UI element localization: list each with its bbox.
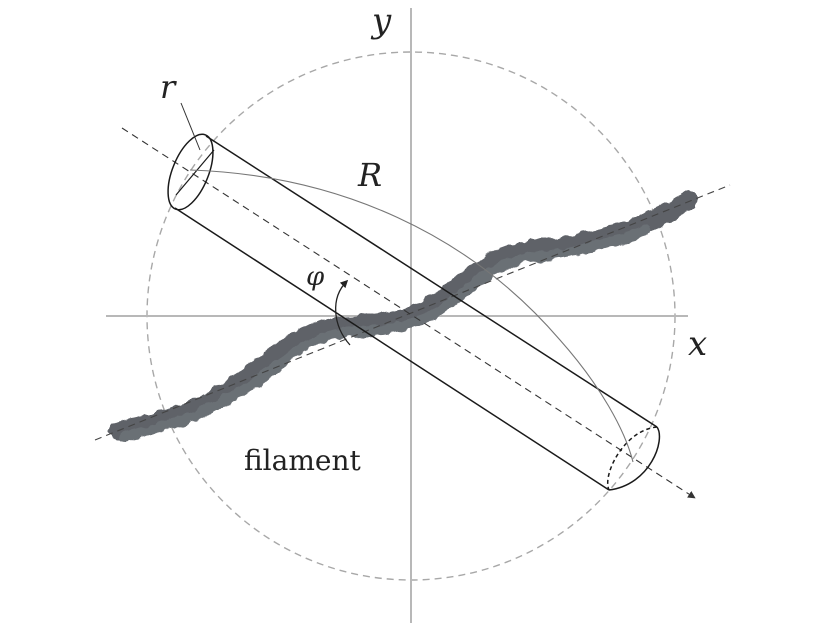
cylinder-left-cap [167,133,214,211]
cylinder-bottom-edge [174,207,610,491]
cylinder-right-cap-dashed [607,426,658,491]
phi-angle-arrow [335,279,351,346]
x-axis-label: x [688,324,707,364]
y-axis-label: y [370,1,392,41]
radius-r-line [175,149,215,196]
cylinder [167,133,661,491]
filament-band [109,191,697,441]
R-label: R [357,156,382,194]
r-leader-line [180,102,201,151]
cylinder-right-cap-solid [608,426,661,491]
radius-R-arc [189,169,634,463]
cylinder-axis-dashed [121,127,696,499]
filament-axis-dashed [94,184,731,441]
filament-label: filament [244,444,361,477]
cylinder-top-edge [205,135,658,428]
r-label: r [160,68,177,106]
phi-label: φ [306,262,325,292]
